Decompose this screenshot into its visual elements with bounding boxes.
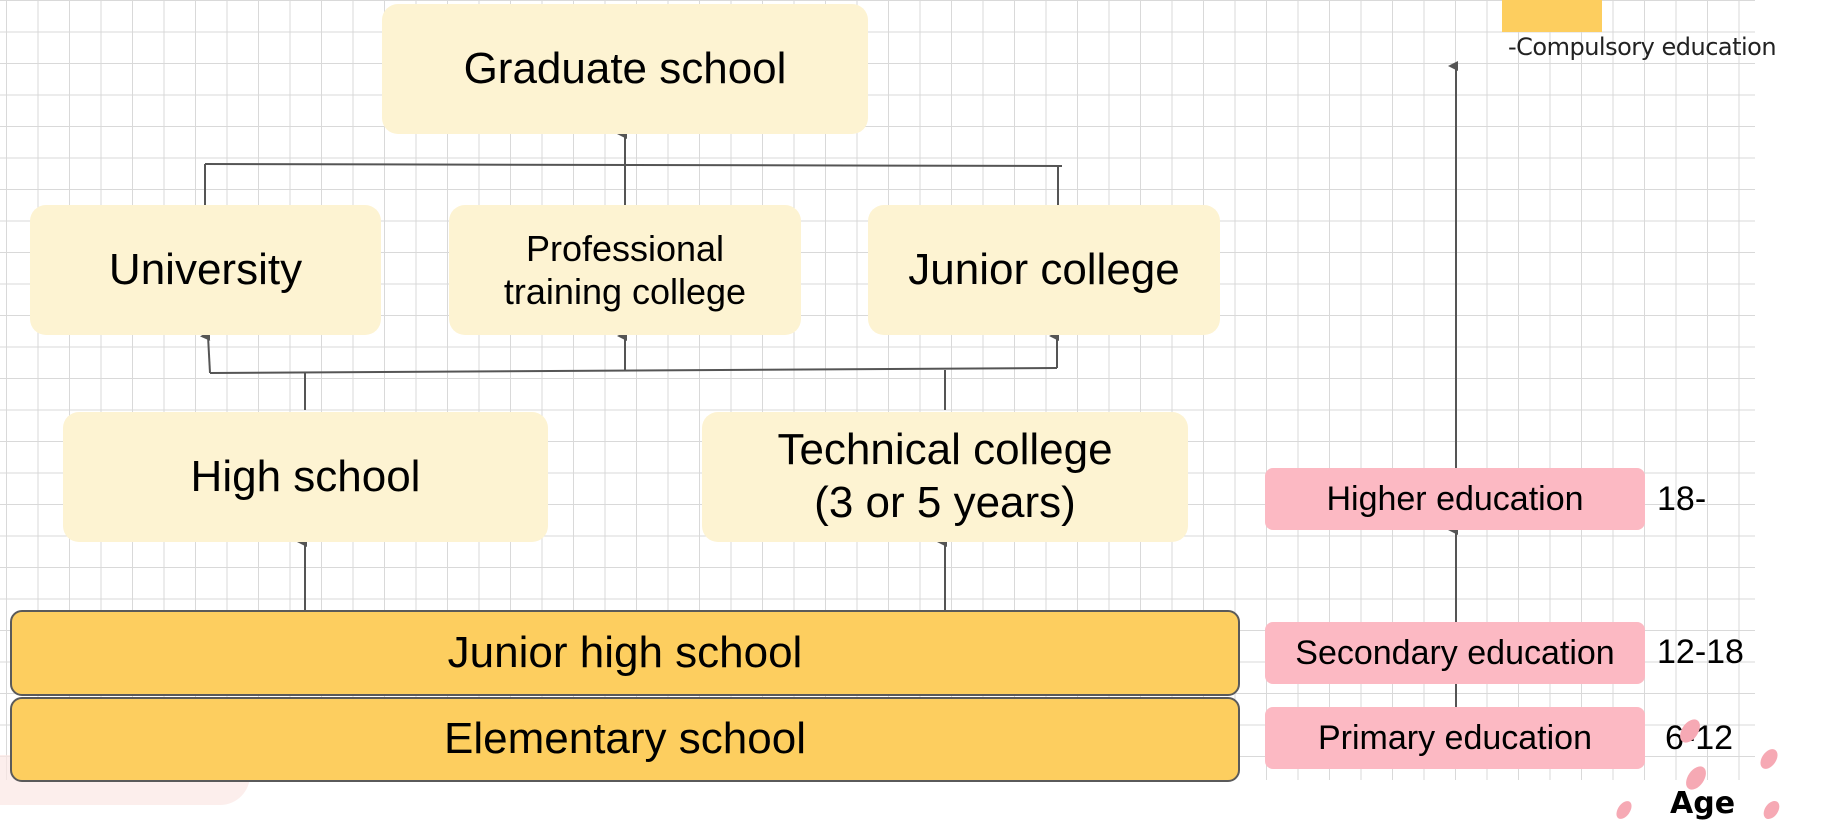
high-school-label: High school [190,451,421,501]
secondary-education-age: 12-18 [1657,633,1744,671]
professional-training-college-box: Professional training college [449,205,801,335]
technical-college-label: Technical college (3 or 5 years) [777,425,1113,527]
high-school-box: High school [63,412,548,542]
compulsory-legend-swatch [1502,0,1602,32]
bus-second-tier [209,367,1058,374]
compulsory-legend-label: -Compulsory education [1508,33,1777,61]
professional-training-college-label: Professional training college [503,227,747,312]
graduate-school-box: Graduate school [382,4,868,134]
primary-education-label: Primary education [1317,718,1592,757]
university-box: University [30,205,381,335]
junior-high-school-label: Junior high school [447,627,803,677]
primary-education-stage: Primary education [1265,707,1645,769]
higher-education-age: 18- [1657,480,1707,518]
graduate-school-label: Graduate school [463,43,787,93]
junior-high-school-box: Junior high school [10,610,1240,696]
secondary-education-label: Secondary education [1295,633,1615,672]
elementary-school-label: Elementary school [444,714,806,764]
higher-education-label: Higher education [1326,479,1584,518]
higher-education-stage: Higher education [1265,468,1645,530]
university-label: University [108,244,303,294]
technical-college-box: Technical college (3 or 5 years) [702,412,1188,542]
age-axis-label: Age [1670,786,1736,821]
junior-college-label: Junior college [908,244,1180,294]
junior-college-box: Junior college [868,205,1220,335]
secondary-education-stage: Secondary education [1265,622,1645,684]
bus-top-tier [204,163,1063,167]
arrow-to-university [200,330,211,374]
elementary-school-box: Elementary school [10,697,1240,782]
